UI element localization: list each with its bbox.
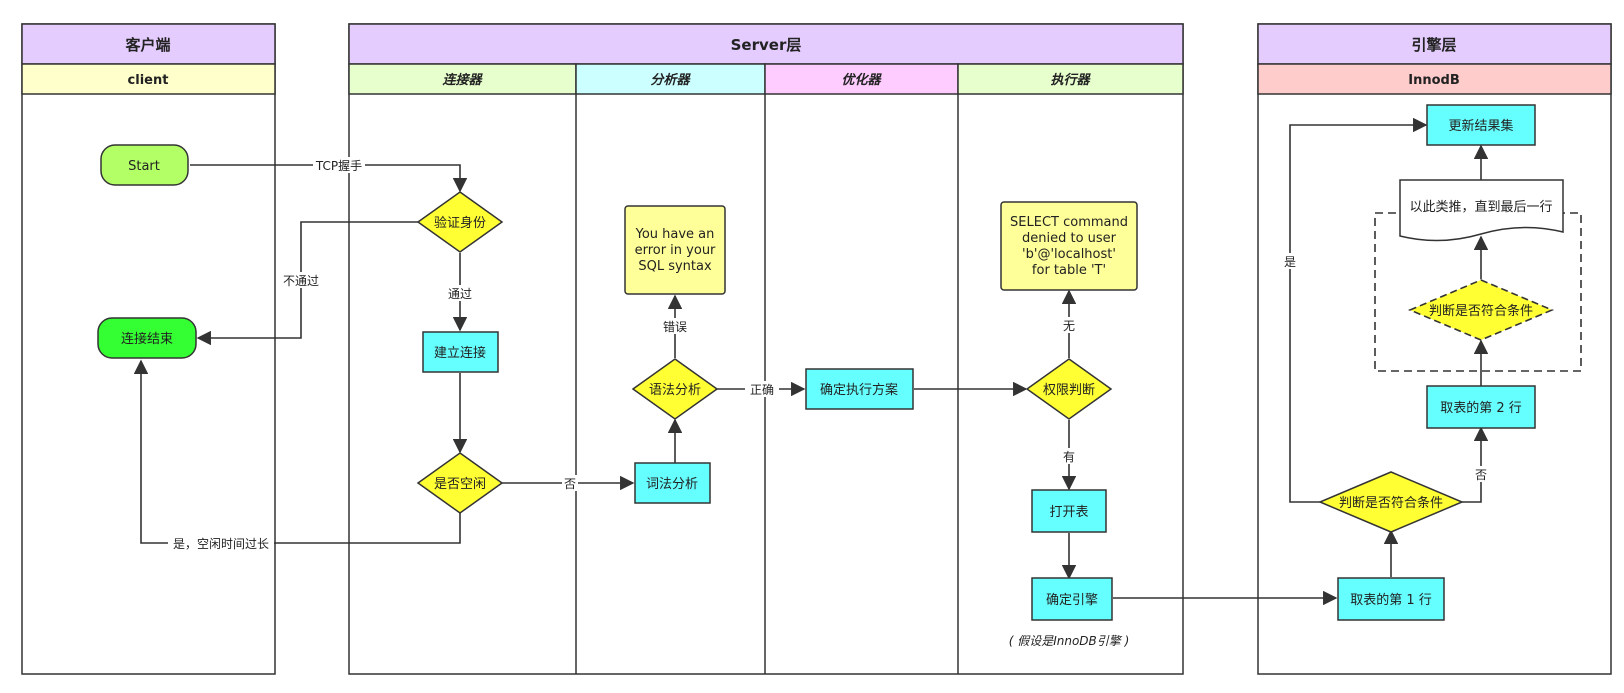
syntax-error-line: You have an: [635, 227, 715, 242]
engine-lane-header: [1257, 23, 1612, 65]
nodes: Start 连接结束 验证身份 建立连接 是否空闲 You have an er…: [97, 104, 1582, 648]
syntax-error-note: You have an error in your SQL syntax: [624, 205, 726, 295]
select-engine-process: 确定引擎: [1031, 577, 1113, 621]
lexical-analysis-process: 词法分析: [634, 462, 711, 504]
analyzer-column-header: [575, 63, 766, 95]
label-permission-none: 无: [1063, 319, 1075, 333]
connection-end-label: 连接结束: [121, 331, 173, 347]
fetch-row-2-process: 取表的第 2 行: [1426, 385, 1536, 429]
denied-line: SELECT command: [1010, 215, 1128, 230]
execution-plan-process: 确定执行方案: [805, 368, 914, 410]
repeat-rows-label: 以此类推，直到最后一行: [1409, 200, 1552, 215]
connection-end-terminal: 连接结束: [97, 317, 197, 359]
lexical-analysis-label: 词法分析: [646, 477, 698, 492]
engine-lane-subheader: [1257, 63, 1612, 95]
analyzer-column-title: 分析器: [650, 72, 691, 88]
open-table-label: 打开表: [1049, 505, 1088, 520]
is-idle-label: 是否空闲: [434, 477, 486, 492]
fetch-row-1-label: 取表的第 1 行: [1350, 592, 1432, 608]
permission-check-decision: 权限判断: [1025, 358, 1113, 420]
connector-column-title: 连接器: [442, 72, 483, 88]
client-lane-header: [21, 23, 276, 65]
executor-column-header: [957, 63, 1184, 95]
syntax-analysis-decision: 语法分析: [631, 358, 719, 420]
open-table-process: 打开表: [1031, 489, 1107, 533]
edge-check-yes: [1289, 117, 1428, 503]
label-idle-no: 否: [564, 477, 576, 491]
engine-lane-subtitle: InnodB: [1408, 73, 1460, 88]
label-syntax-correct: 正确: [750, 383, 774, 397]
fetch-row-2-label: 取表的第 2 行: [1440, 400, 1522, 416]
start-label: Start: [128, 159, 160, 174]
label-verify-pass: 通过: [448, 287, 472, 301]
server-lane-header: [348, 23, 1184, 65]
label-tcp-handshake: TCP握手: [315, 158, 362, 173]
check-condition-1-decision: 判断是否符合条件: [1318, 471, 1464, 533]
client-lane: 客户端 client: [21, 23, 276, 675]
check-condition-2-label: 判断是否符合条件: [1429, 303, 1533, 319]
label-verify-fail: 不通过: [283, 274, 319, 288]
update-result-set-label: 更新结果集: [1448, 118, 1513, 134]
verify-identity-decision: 验证身份: [416, 191, 504, 253]
edge-tcp-handshake: [190, 164, 468, 193]
edge-idle-yes: [133, 359, 461, 544]
update-result-set-process: 更新结果集: [1426, 104, 1536, 146]
check-condition-2-decision: 判断是否符合条件: [1407, 279, 1555, 341]
edge-check-no: [1462, 426, 1489, 503]
denied-line: for table 'T': [1032, 263, 1106, 278]
label-check-yes: 是: [1284, 255, 1296, 269]
server-lane-title: Server层: [731, 36, 802, 54]
is-idle-decision: 是否空闲: [416, 452, 504, 514]
edge-labels: TCP握手 不通过 通过 是，空闲时间过长 否 错误 正确 无 有 是 否: [168, 157, 1489, 551]
client-lane-subheader: [21, 63, 276, 95]
fetch-row-1-process: 取表的第 1 行: [1337, 577, 1445, 621]
client-lane-title: 客户端: [124, 36, 170, 54]
check-condition-1-label: 判断是否符合条件: [1339, 495, 1443, 511]
build-connection-process: 建立连接: [422, 331, 499, 373]
syntax-error-line: SQL syntax: [638, 259, 712, 274]
syntax-analysis-label: 语法分析: [649, 383, 701, 398]
select-engine-label: 确定引擎: [1046, 593, 1098, 608]
start-terminal: Start: [100, 144, 189, 186]
label-idle-yes: 是，空闲时间过长: [173, 537, 269, 551]
client-lane-subtitle: client: [128, 73, 169, 88]
execution-plan-label: 确定执行方案: [820, 382, 898, 398]
optimizer-column-title: 优化器: [841, 72, 882, 88]
label-permission-has: 有: [1063, 450, 1075, 464]
verify-identity-label: 验证身份: [434, 215, 486, 231]
build-connection-label: 建立连接: [434, 345, 486, 361]
denied-line: denied to user: [1022, 231, 1117, 246]
permission-check-label: 权限判断: [1043, 382, 1095, 398]
label-check-no: 否: [1475, 468, 1487, 482]
label-syntax-error: 错误: [663, 320, 687, 334]
permission-denied-note: SELECT command denied to user 'b'@'local…: [1000, 201, 1138, 291]
edges: [133, 117, 1489, 606]
denied-line: 'b'@'localhost': [1022, 247, 1116, 262]
engine-lane-title: 引擎层: [1411, 36, 1456, 54]
executor-column-title: 执行器: [1050, 72, 1091, 88]
repeat-rows-document: 以此类推，直到最后一行: [1399, 179, 1564, 242]
syntax-error-line: error in your: [635, 243, 716, 258]
engine-assumption-note: ( 假设是InnoDB引擎 ): [1009, 634, 1130, 648]
